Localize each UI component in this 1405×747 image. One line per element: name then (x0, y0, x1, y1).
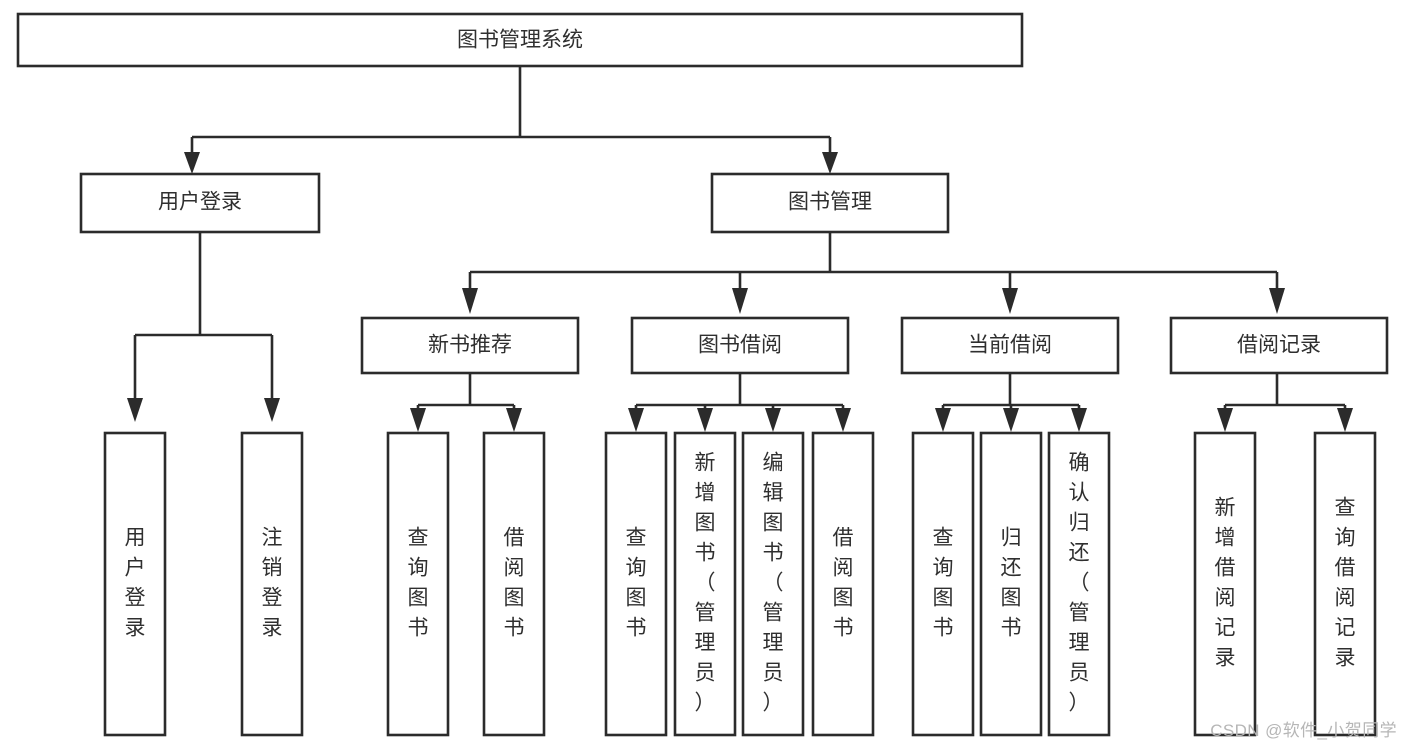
arrow-head-leaf-query-record (1337, 408, 1353, 432)
node-leaf-query-book-2[interactable]: 查询图书 (604, 431, 668, 737)
node-borrow-record[interactable]: 借阅记录 (1169, 316, 1389, 375)
node-leaf-add-record-label: 新增借阅记录 (1215, 497, 1236, 670)
node-leaf-return-book-label: 归还图书 (1001, 527, 1022, 640)
node-leaf-confirm-return-box[interactable] (1047, 431, 1111, 737)
arrow-head-leaf-confirm-return (1071, 408, 1087, 432)
connector-layer (127, 66, 1353, 432)
arrow-head-leaf-return-book (1003, 408, 1019, 432)
node-root-label: 图书管理系统 (457, 29, 583, 52)
node-leaf-query-book-3-label: 查询图书 (933, 527, 954, 640)
node-leaf-return-book-box[interactable] (979, 431, 1043, 737)
arrow-head-leaf-borrow-book-2 (835, 408, 851, 432)
node-leaf-borrow-book-1-box[interactable] (482, 431, 546, 737)
node-new-book-recommend-box[interactable] (360, 316, 580, 375)
node-leaf-query-record-box[interactable] (1313, 431, 1377, 737)
node-borrow-record-label: 借阅记录 (1237, 334, 1321, 357)
node-current-borrow[interactable]: 当前借阅 (900, 316, 1120, 375)
node-leaf-return-book[interactable]: 归还图书 (979, 431, 1043, 737)
node-book-borrow-label: 图书借阅 (698, 334, 782, 357)
arrow-head-leaf-add-record (1217, 408, 1233, 432)
node-book-manage[interactable]: 图书管理 (710, 172, 950, 234)
node-book-manage-box[interactable] (710, 172, 950, 234)
node-leaf-add-book[interactable]: 新增图书（管理员） (673, 431, 737, 737)
arrow-head-borrow-record (1269, 288, 1285, 314)
node-leaf-query-book-2-label: 查询图书 (626, 527, 647, 640)
node-leaf-user-login[interactable]: 用户登录 (103, 431, 167, 737)
arrow-head-leaf-add-book (697, 408, 713, 432)
arrow-head-leaf-user-login (127, 398, 143, 422)
node-leaf-edit-book-label: 编辑图书（管理员） (763, 452, 784, 715)
arrow-head-book-manage (822, 152, 838, 174)
node-leaf-logout-login-box[interactable] (240, 431, 304, 737)
node-leaf-query-record-label: 查询借阅记录 (1335, 497, 1356, 670)
node-leaf-edit-book[interactable]: 编辑图书（管理员） (741, 431, 805, 737)
node-leaf-borrow-book-2-box[interactable] (811, 431, 875, 737)
node-leaf-logout-login-label: 注销登录 (262, 527, 283, 640)
node-leaf-borrow-book-1[interactable]: 借阅图书 (482, 431, 546, 737)
arrow-head-leaf-query-book-3 (935, 408, 951, 432)
node-new-book-recommend-label: 新书推荐 (428, 334, 512, 357)
node-current-borrow-box[interactable] (900, 316, 1120, 375)
node-user-login-label: 用户登录 (158, 191, 242, 214)
node-leaf-confirm-return[interactable]: 确认归还（管理员） (1047, 431, 1111, 737)
node-leaf-add-record[interactable]: 新增借阅记录 (1193, 431, 1257, 737)
node-leaf-borrow-book-2[interactable]: 借阅图书 (811, 431, 875, 737)
node-leaf-confirm-return-label: 确认归还（管理员） (1069, 452, 1090, 715)
arrow-head-leaf-query-book-1 (410, 408, 426, 432)
node-book-borrow-box[interactable] (630, 316, 850, 375)
arrow-head-new-book-recommend (462, 288, 478, 314)
node-current-borrow-label: 当前借阅 (968, 334, 1052, 357)
leaf-layer: 用户登录 注销登录 查询图书 借阅图书 查询图书 新增图书 (103, 431, 1377, 737)
node-leaf-edit-book-box[interactable] (741, 431, 805, 737)
node-leaf-borrow-book-1-label: 借阅图书 (504, 527, 525, 640)
node-leaf-query-book-3[interactable]: 查询图书 (911, 431, 975, 737)
node-book-borrow[interactable]: 图书借阅 (630, 316, 850, 375)
node-new-book-recommend[interactable]: 新书推荐 (360, 316, 580, 375)
arrow-head-current-borrow (1002, 288, 1018, 314)
node-root[interactable]: 图书管理系统 (16, 12, 1024, 68)
node-leaf-query-book-2-box[interactable] (604, 431, 668, 737)
node-borrow-record-box[interactable] (1169, 316, 1389, 375)
node-leaf-query-book-1[interactable]: 查询图书 (386, 431, 450, 737)
arrow-head-book-borrow (732, 288, 748, 314)
arrow-head-leaf-query-book-2 (628, 408, 644, 432)
node-user-login-box[interactable] (79, 172, 321, 234)
node-leaf-query-book-1-box[interactable] (386, 431, 450, 737)
node-leaf-query-record[interactable]: 查询借阅记录 (1313, 431, 1377, 737)
node-leaf-add-record-box[interactable] (1193, 431, 1257, 737)
node-leaf-query-book-1-label: 查询图书 (408, 527, 429, 640)
node-leaf-query-book-3-box[interactable] (911, 431, 975, 737)
arrow-head-leaf-borrow-book-1 (506, 408, 522, 432)
arrow-head-user-login (184, 152, 200, 174)
node-leaf-user-login-label: 用户登录 (125, 527, 146, 640)
node-leaf-add-book-label: 新增图书（管理员） (695, 452, 716, 715)
arrow-head-leaf-edit-book (765, 408, 781, 432)
node-root-box[interactable] (16, 12, 1024, 68)
node-book-manage-label: 图书管理 (788, 191, 872, 214)
node-leaf-logout-login[interactable]: 注销登录 (240, 431, 304, 737)
node-leaf-borrow-book-2-label: 借阅图书 (833, 527, 854, 640)
csdn-watermark: CSDN @软件_小贺同学 (1210, 721, 1397, 740)
node-user-login[interactable]: 用户登录 (79, 172, 321, 234)
node-leaf-user-login-box[interactable] (103, 431, 167, 737)
arrow-head-leaf-logout-login (264, 398, 280, 422)
node-leaf-add-book-box[interactable] (673, 431, 737, 737)
